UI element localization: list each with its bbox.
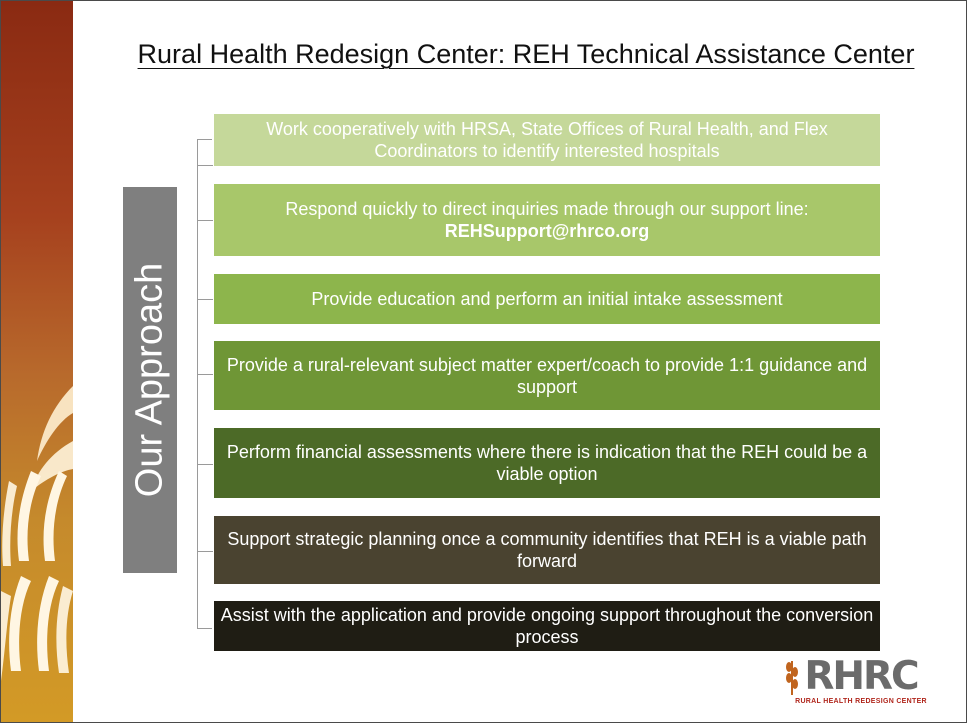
- page-title: Rural Health Redesign Center: REH Techni…: [137, 39, 915, 69]
- connector-bracket: [197, 139, 212, 629]
- approach-step-7: Assist with the application and provide …: [214, 601, 880, 651]
- connector-tick: [197, 551, 213, 552]
- approach-step-text: Perform financial assessments where ther…: [226, 442, 868, 484]
- wheat-icon: [786, 661, 798, 695]
- connector-tick: [197, 220, 213, 221]
- approach-step-5: Perform financial assessments where ther…: [214, 428, 880, 498]
- approach-step-text: Provide education and perform an initial…: [311, 289, 783, 309]
- connector-tick: [197, 165, 213, 166]
- approach-step-6: Support strategic planning once a commun…: [214, 516, 880, 584]
- section-label: Our Approach: [128, 262, 171, 498]
- approach-step-text: Support strategic planning once a commun…: [227, 529, 867, 571]
- logo-subtitle: RURAL HEALTH REDESIGN CENTER: [795, 698, 927, 705]
- connector-tick: [197, 374, 213, 375]
- connector-tick: [197, 299, 213, 300]
- wheat-leaf-decoration-icon: [1, 386, 73, 681]
- decorative-sidebar: [1, 1, 73, 722]
- approach-step-text: Respond quickly to direct inquiries made…: [285, 199, 809, 219]
- approach-step-text: Provide a rural-relevant subject matter …: [226, 354, 868, 397]
- approach-step-3: Provide education and perform an initial…: [214, 274, 880, 324]
- approach-step-1: Work cooperatively with HRSA, State Offi…: [214, 114, 880, 166]
- section-label-box: [123, 187, 177, 573]
- approach-step-text: Assist with the application and provide …: [220, 605, 874, 647]
- logo-letters: RHRC: [804, 654, 919, 699]
- connector-tick: [197, 464, 213, 465]
- approach-step-text: Work cooperatively with HRSA, State Offi…: [266, 119, 828, 161]
- support-email-link[interactable]: REHSupport@rhrco.org: [444, 221, 650, 241]
- approach-step-2: Respond quickly to direct inquiries made…: [214, 184, 880, 256]
- approach-step-4: Provide a rural-relevant subject matter …: [214, 341, 880, 410]
- rhrc-logo: RHRC RURAL HEALTH REDESIGN CENTER: [777, 657, 945, 709]
